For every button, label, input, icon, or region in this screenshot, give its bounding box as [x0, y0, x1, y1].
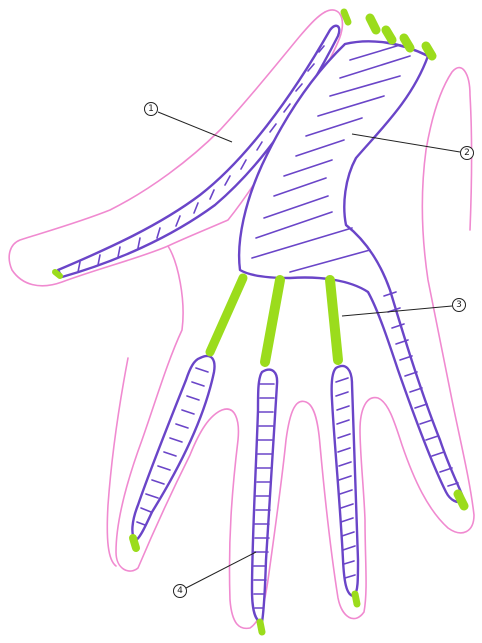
callout-2-label: 2 [464, 148, 470, 158]
attachment-palm-2 [386, 30, 392, 40]
attachment-middle-upper [265, 280, 280, 362]
attachment-ring-upper [330, 280, 338, 360]
callout-4-label: 4 [177, 586, 183, 596]
attachment-middle-tip [260, 622, 262, 632]
callout-4: 4 [174, 585, 187, 598]
attachment-index-tip [133, 538, 136, 548]
attachment-thumb-tip [344, 12, 348, 22]
callout-2: 2 [461, 147, 474, 160]
attachment-palm-1 [370, 18, 376, 30]
callout-3-label: 3 [456, 300, 462, 310]
tendon-middle [252, 370, 277, 622]
attachment-palm-4 [426, 46, 432, 56]
attachment-little-tip [458, 494, 464, 506]
attachment-palm-3 [404, 38, 410, 48]
callout-3: 3 [453, 299, 466, 312]
tendon-ring [332, 366, 358, 596]
leader-line-4 [186, 552, 256, 588]
callout-1-label: 1 [148, 104, 154, 114]
attachment-index-upper [210, 278, 243, 352]
attachment-thumb-base [55, 272, 60, 276]
callout-1: 1 [145, 103, 158, 116]
attachment-ring-tip [355, 594, 357, 604]
tendon-index [132, 356, 214, 540]
leader-line-1 [158, 112, 232, 142]
